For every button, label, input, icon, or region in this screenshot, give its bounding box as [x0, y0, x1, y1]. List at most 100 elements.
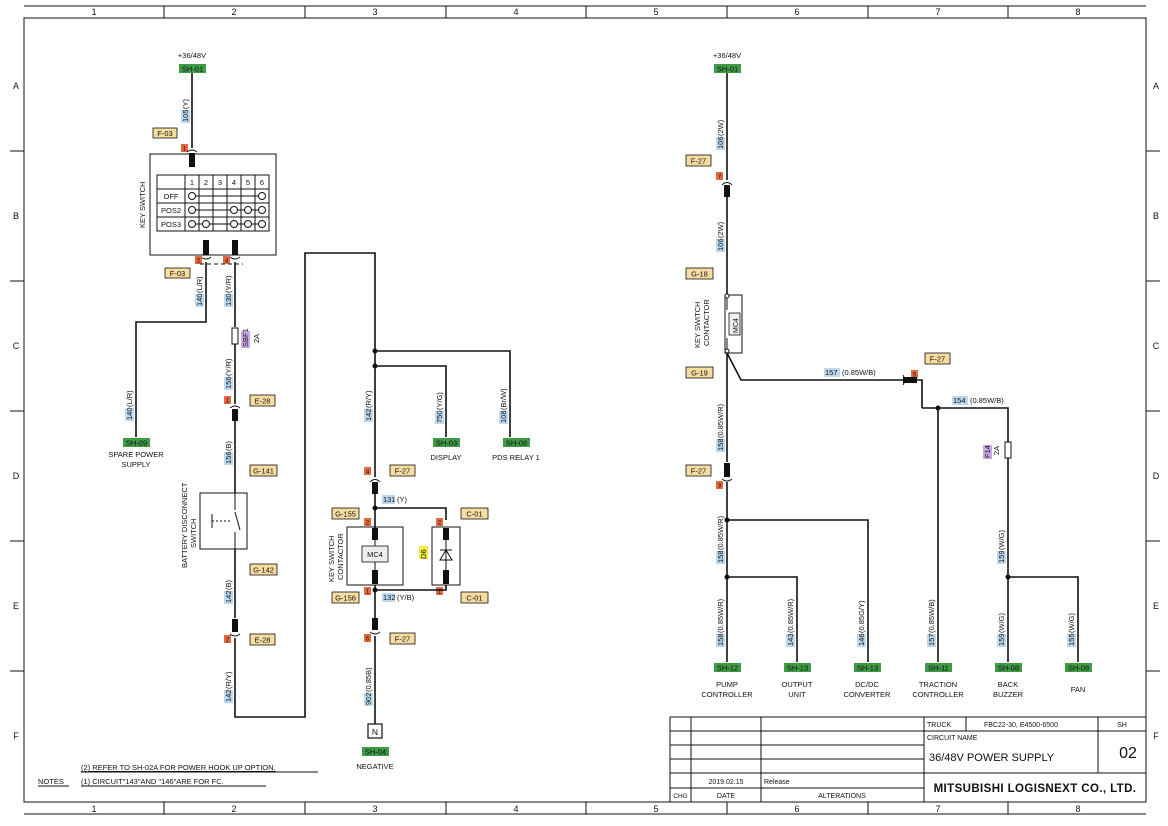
svg-text:MC4: MC4 [733, 318, 740, 333]
connector-pin [724, 463, 730, 477]
svg-text:2: 2 [197, 259, 201, 265]
svg-text:G-155: G-155 [335, 510, 356, 519]
svg-text:E-28: E-28 [255, 397, 271, 406]
wire-label-902: 902 (0.85B) [364, 667, 373, 706]
wire-label-108: 108 (Br/W) [499, 388, 508, 424]
svg-text:(L/R): (L/R) [195, 276, 204, 293]
svg-text:F-27: F-27 [395, 467, 410, 476]
col-label-top: 2 [231, 7, 236, 17]
svg-text:(R/Y): (R/Y) [364, 390, 373, 408]
svg-text:158: 158 [716, 438, 725, 451]
row-label-right: C [1153, 341, 1160, 351]
wire-label-156: 156 (Y/R) [224, 358, 233, 390]
row-label-right: D [1153, 471, 1160, 481]
svg-text:(B): (B) [224, 441, 233, 452]
svg-text:130: 130 [224, 293, 233, 306]
svg-text:E-28: E-28 [255, 636, 271, 645]
connector-pin [443, 528, 449, 540]
wire-label-106b: 106 (2W) [716, 221, 725, 252]
right-circuit: +36/48V SH-01 106 (2W) F-27 7 106 (2W) G… [685, 51, 1092, 699]
output-label: BUZZER [993, 690, 1024, 699]
svg-text:142: 142 [224, 590, 233, 603]
svg-text:F-03: F-03 [170, 269, 185, 278]
svg-text:G-18: G-18 [691, 270, 708, 279]
wire-label-142: 142 (B) [224, 580, 233, 604]
svg-text:SH-08: SH-08 [998, 664, 1019, 673]
revision-date: 2019.02.15 [708, 779, 743, 786]
col-label-bottom: 4 [513, 804, 518, 814]
truck-label: TRUCK [927, 722, 951, 729]
pin-number-badge [195, 256, 202, 264]
svg-text:158: 158 [716, 633, 725, 646]
svg-text:4: 4 [232, 178, 236, 187]
sheet-ref-tag [784, 663, 811, 672]
svg-text:C-01: C-01 [466, 594, 482, 603]
connector-tag [331, 507, 360, 520]
output-destinations: SH-12 PUMP CONTROLLER SH-13 OUTPUT UNIT … [701, 663, 1092, 699]
svg-text:750: 750 [435, 410, 444, 423]
col-label-top: 6 [794, 7, 799, 17]
connector-tag [460, 507, 489, 520]
svg-text:155: 155 [1067, 633, 1076, 646]
svg-text:F14: F14 [983, 445, 992, 458]
svg-text:(0.85W/R): (0.85W/R) [716, 403, 725, 438]
svg-text:SH-01: SH-01 [717, 65, 738, 74]
key-switch-box [149, 153, 277, 256]
wire-label-159b: 159 (W/G) [997, 613, 1006, 647]
svg-text:143: 143 [786, 633, 795, 646]
svg-text:6: 6 [366, 637, 370, 643]
svg-text:(W/G): (W/G) [997, 613, 1006, 633]
row-label-right: E [1153, 601, 1159, 611]
svg-text:F-27: F-27 [691, 157, 706, 166]
ksc-label: CONTACTOR [336, 533, 345, 580]
svg-text:SH-13: SH-13 [857, 664, 878, 673]
connector-label: F-03 [157, 129, 172, 138]
output-label: FAN [1071, 685, 1086, 694]
sheet-ref-tag [362, 747, 389, 756]
col-label-bottom: 6 [794, 804, 799, 814]
svg-text:1: 1 [226, 399, 230, 405]
left-circuit: +36/48V SH-01 105 (Y) F-03 1 KEY SWITCH [108, 51, 376, 718]
svg-text:(0.85W/B): (0.85W/B) [970, 396, 1004, 405]
svg-text:3: 3 [718, 484, 722, 490]
row-label-left: B [13, 211, 19, 221]
svg-text:SH-08: SH-08 [506, 439, 527, 448]
svg-text:F-27: F-27 [395, 635, 410, 644]
svg-text:159: 159 [997, 550, 1006, 563]
svg-text:902: 902 [364, 692, 373, 705]
svg-text:(Y): (Y) [181, 99, 190, 110]
circuit-name: 36/48V POWER SUPPLY [929, 752, 1055, 764]
key-switch-label: KEY SWITCH [138, 181, 147, 228]
svg-text:142: 142 [364, 408, 373, 421]
truck-value: FBC22-30, E4500-6500 [984, 722, 1058, 729]
svg-text:D6: D6 [419, 549, 428, 559]
notes-label: NOTES [38, 777, 64, 786]
sh-label: SH [1117, 722, 1127, 729]
svg-text:131: 131 [383, 495, 396, 504]
wire-label-157 [824, 368, 840, 377]
wire-label-106: 106 (2W) [716, 119, 725, 150]
svg-text:SH-03: SH-03 [436, 439, 457, 448]
svg-text:(0.85W/B): (0.85W/B) [842, 368, 876, 377]
sheet-ref-tag [123, 438, 150, 447]
column-ticks [10, 6, 1160, 814]
svg-text:2: 2 [366, 521, 370, 527]
supply-voltage-label: +36/48V [178, 51, 206, 60]
svg-text:(L/R): (L/R) [125, 390, 134, 407]
pin-number-badge [364, 518, 371, 526]
svg-text:G-141: G-141 [253, 467, 274, 476]
spare-power-label: SPARE POWER [108, 450, 164, 459]
ksc-label: KEY SWITCH [693, 301, 702, 348]
col-label-bottom: 3 [372, 804, 377, 814]
fuse-label: F14 [983, 445, 992, 459]
svg-text:(Y/R): (Y/R) [224, 358, 233, 376]
wire-label-142c: 142 (R/Y) [364, 390, 373, 422]
svg-text:OFF: OFF [164, 192, 179, 201]
sheet-ref-tag [714, 663, 741, 672]
diode-icon [439, 549, 453, 561]
ksc-contact-box [724, 294, 743, 354]
pds-relay-label: PDS RELAY 1 [492, 453, 540, 462]
svg-text:SH-13: SH-13 [787, 664, 808, 673]
col-label-top: 7 [935, 7, 940, 17]
